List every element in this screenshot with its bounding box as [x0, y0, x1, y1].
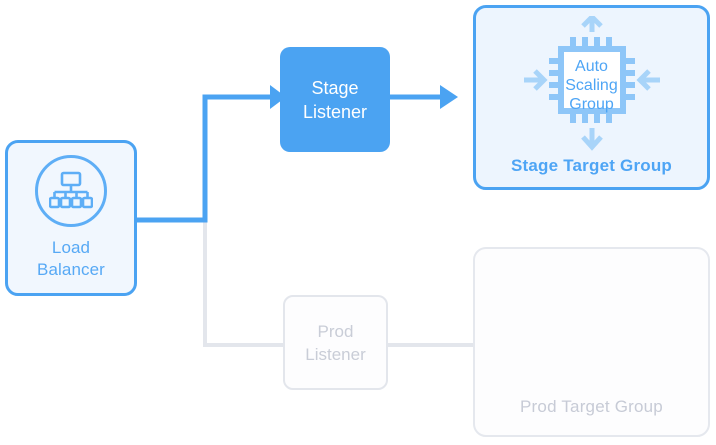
- prod-listener-label-line1: Prod: [317, 321, 354, 341]
- connector-load-balancer-to-prod-listener: [203, 220, 283, 347]
- load-balancer-label: Load Balancer: [37, 237, 105, 281]
- prod-listener-label: Prod Listener: [305, 320, 365, 366]
- stage-listener-label-line2: Listener: [302, 101, 368, 122]
- scale-left-arrow-icon: [523, 69, 548, 91]
- node-prod-target-group[interactable]: Prod Target Group: [473, 247, 710, 437]
- load-balancer-icon-circle: [35, 155, 107, 227]
- stage-listener-label-line1: Stage: [311, 77, 359, 98]
- stage-listener-label: Stage Listener: [303, 76, 367, 124]
- prod-target-group-label: Prod Target Group: [520, 397, 663, 416]
- stage-target-group-label: Stage Target Group: [510, 156, 673, 175]
- stage-target-group-icon-wrap: Auto Scaling Group: [522, 13, 662, 154]
- hierarchy-icon: [49, 171, 93, 209]
- chip-scaling-icon: [523, 13, 660, 151]
- scale-up-arrow-icon: [580, 13, 603, 32]
- prod-listener-label-line2: Listener: [305, 344, 366, 364]
- node-stage-target-group[interactable]: Auto Scaling Group Stage Target Group: [473, 5, 710, 190]
- scale-right-arrow-icon: [635, 69, 660, 91]
- load-balancer-label-line2: Balancer: [37, 260, 105, 279]
- load-balancer-label-line1: Load: [51, 238, 91, 257]
- node-stage-listener[interactable]: Stage Listener: [280, 47, 390, 152]
- connector-load-balancer-to-stage-listener: [137, 94, 272, 223]
- arrowhead-into-stage-listener: [270, 85, 286, 109]
- node-load-balancer[interactable]: Load Balancer: [5, 140, 137, 296]
- scale-down-arrow-icon: [580, 128, 603, 151]
- node-prod-listener[interactable]: Prod Listener: [283, 295, 388, 390]
- arrowhead-into-stage-target-group: [440, 85, 458, 109]
